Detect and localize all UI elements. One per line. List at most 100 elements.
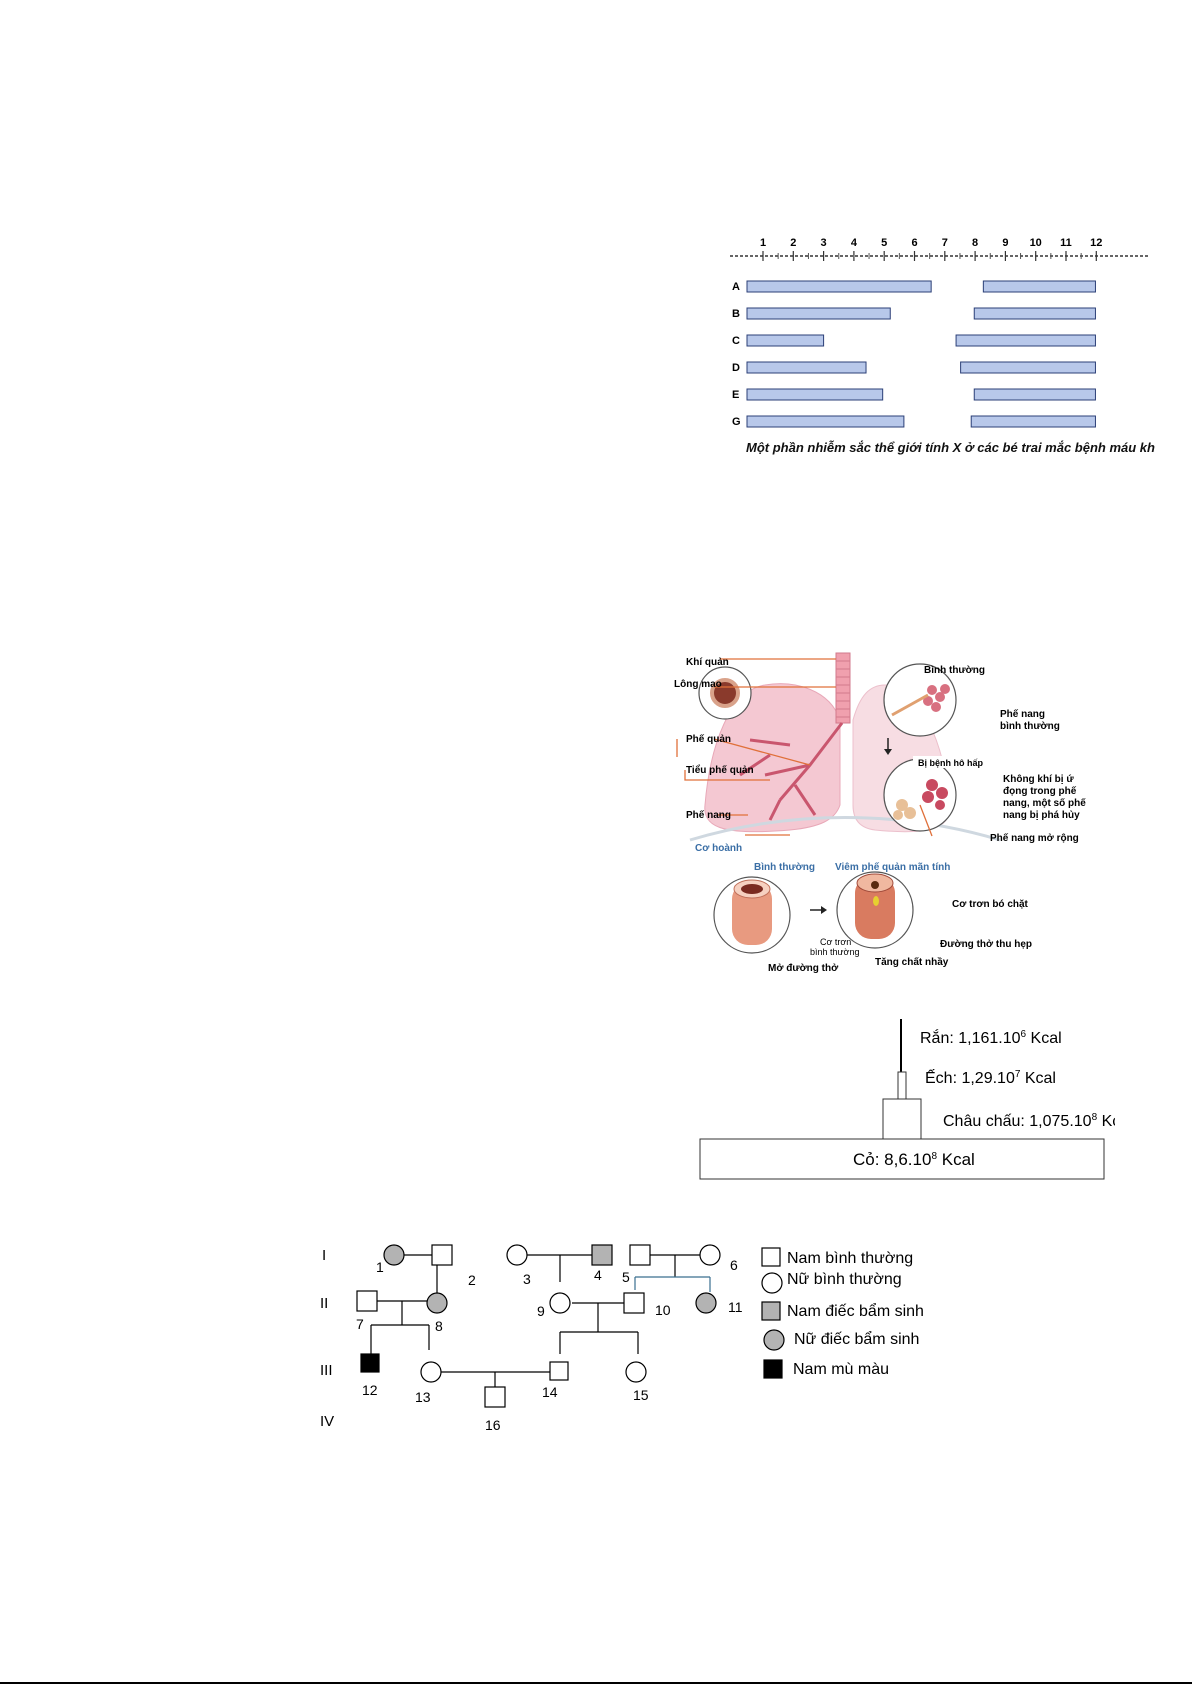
legend-male-normal-symbol [761,1247,781,1267]
segment-E-1 [746,388,884,401]
legend-male-colorblind: Nam mù màu [793,1361,889,1378]
row-label-B: B [732,308,740,320]
num-4: 4 [594,1267,602,1283]
row-label-G: G [732,416,741,428]
individual-7 [356,1290,378,1312]
label-binh-thuong-top: Bình thường [924,665,985,676]
num-9: 9 [537,1303,545,1319]
label-mo-duong-tho: Mở đường thở [768,963,839,974]
chromosome-caption: Một phần nhiễm sắc thể giới tính X ở các… [746,440,1155,455]
label-phe-quan: Phế quản [686,733,731,745]
label-khi-quan: Khí quản [686,657,729,668]
num-16: 16 [485,1417,501,1433]
level-grass: Cỏ: 8,6.108 Kcal [853,1150,975,1169]
normal-airway [713,876,791,954]
gen-label-2: II [320,1295,328,1312]
row-label-A: A [732,281,740,293]
num-10: 10 [655,1302,671,1318]
label-khong-khi-1: Không khí bị ứ [1003,774,1074,785]
label-phe-nang-mo-rong: Phế nang mở rộng [990,832,1079,844]
segment-B-2 [973,307,1096,320]
individual-15 [625,1361,647,1383]
num-2: 2 [468,1272,476,1288]
label-binh-thuong-bottom: Bình thường [754,862,815,873]
num-12: 12 [362,1382,378,1398]
tick-label-6: 6 [911,237,917,249]
row-label-D: D [732,362,740,374]
segment-E-2 [973,388,1096,401]
num-14: 14 [542,1384,558,1400]
tick-label-9: 9 [1002,237,1008,249]
label-viem: Viêm phế quản mãn tính [835,861,950,873]
individual-2 [431,1244,453,1266]
num-15: 15 [633,1387,649,1403]
tick-label-10: 10 [1030,237,1042,249]
gen-label-1: I [322,1247,326,1264]
gen-label-3: III [320,1362,333,1379]
tick-label-7: 7 [942,237,948,249]
label-khong-khi-3: nang, một số phế [1003,797,1086,809]
legend-male-colorblind-symbol [763,1359,783,1379]
num-3: 3 [523,1271,531,1287]
individual-6 [699,1244,721,1266]
legend-male-deaf: Nam điếc bẩm sinh [787,1302,924,1320]
individual-3 [506,1244,528,1266]
left-lung [704,683,841,833]
label-duong-tho-thu-hep: Đường thở thu hẹp [940,939,1032,950]
num-6: 6 [730,1257,738,1273]
tick-label-3: 3 [821,237,827,249]
trachea [835,652,851,724]
tick-label-1: 1 [760,237,766,249]
label-phe-nang: Phế nang [686,809,731,821]
num-13: 13 [415,1389,431,1405]
tick-label-5: 5 [881,237,887,249]
num-11: 11 [728,1299,743,1315]
page-bottom-rule [0,1682,1192,1684]
label-bi-benh: Bị bệnh hô hấp [918,758,983,768]
num-8: 8 [435,1318,443,1334]
legend-female-deaf: Nữ điếc bẩm sinh [794,1330,919,1348]
segment-B-1 [746,307,891,320]
individual-16 [484,1386,506,1408]
pedigree-chart: I II III IV 1 2 3 4 5 6 7 8 9 10 11 12 1… [320,1244,924,1433]
num-5: 5 [622,1269,630,1285]
tick-label-12: 12 [1090,237,1102,249]
level-snake: Rắn: 1,161.106 Kcal [920,1028,1062,1047]
label-co-hoanh: Cơ hoành [695,843,742,854]
segment-C-2 [955,334,1096,347]
label-khong-khi-4: nang bị phá hủy [1003,810,1080,821]
legend-female-normal-symbol [761,1272,783,1294]
individual-10 [623,1292,645,1314]
num-7: 7 [356,1316,364,1332]
label-phe-nang-bt: Phế nang [1000,708,1045,720]
segment-D-2 [960,361,1096,374]
legend-male-normal: Nam bình thường [787,1250,913,1267]
tick-label-2: 2 [790,237,796,249]
label-khong-khi-2: đọng trong phế [1003,785,1077,797]
legend-female-deaf-symbol [763,1329,785,1351]
diaphragm [689,816,1001,842]
tick-label-8: 8 [972,237,978,249]
label-long-mao: Lông mao [674,679,722,690]
label-co-tron-2: bình thường [810,947,859,957]
row-label-C: C [732,335,740,347]
individual-8 [426,1292,448,1314]
segment-G-1 [746,415,905,428]
individual-1 [383,1244,405,1266]
grasshopper-bar [882,1098,922,1140]
segment-D-1 [746,361,867,374]
legend-male-deaf-symbol [761,1301,781,1321]
tick-label-4: 4 [851,237,858,249]
legend-female-normal: Nữ bình thường [787,1271,902,1288]
segment-C-1 [746,334,825,347]
individual-5 [629,1244,651,1266]
segment-A-2 [982,280,1096,293]
individual-11 [695,1292,717,1314]
grass-bar [699,1138,1105,1180]
energy-pyramid: Rắn: 1,161.106 Kcal Ếch: 1,29.107 Kcal C… [699,1019,1115,1180]
segment-G-2 [970,415,1096,428]
label-co-tron-1: Cơ trơn [820,937,851,947]
inflamed-airway [836,871,914,949]
label-co-tron-bo-chat: Cơ trơn bó chặt [952,899,1029,910]
num-1: 1 [376,1259,384,1275]
